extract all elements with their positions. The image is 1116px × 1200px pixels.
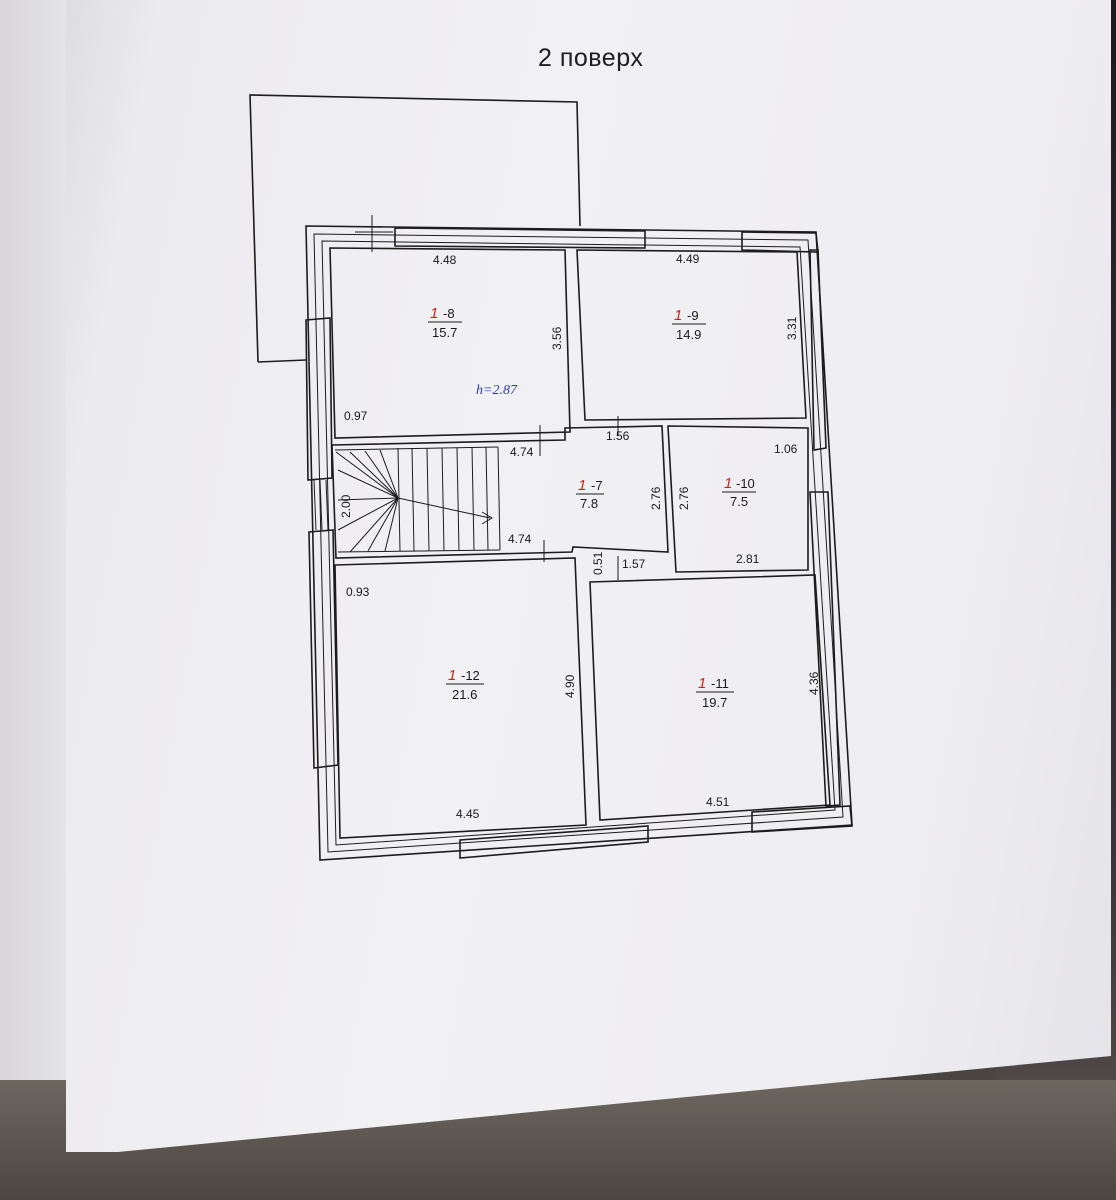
wall-right-segment	[809, 249, 827, 451]
dim-right-wall: 1.06	[774, 442, 798, 456]
room-1-12-area: 21.6	[452, 687, 477, 702]
room-1-8-prefix: 1	[430, 305, 438, 322]
wall-bottom-segment	[459, 825, 649, 859]
room-1-7	[331, 425, 669, 559]
dim-corridor-gap: 0.51	[591, 551, 605, 575]
outer-wall	[305, 225, 853, 861]
outer-wall-inner	[313, 233, 844, 853]
dim-room-1-12-depth: 4.90	[563, 674, 577, 698]
wall-right-segment	[809, 491, 841, 807]
room-1-11-area: 19.7	[702, 695, 727, 710]
dim-corridor-top: 4.74	[510, 445, 534, 459]
room-1-10-prefix: 1	[724, 475, 732, 492]
floor-title: 2 поверх	[538, 44, 644, 72]
room-1-9-number: -9	[687, 308, 699, 323]
terrace-outline	[249, 94, 581, 363]
dim-room-1-9-depth: 3.31	[785, 316, 799, 340]
document-page	[66, 0, 1111, 1152]
room-1-12-prefix: 1	[448, 667, 456, 684]
room-1-7-prefix: 1	[578, 477, 586, 494]
wall-bottom-segment-right	[751, 805, 853, 833]
room-1-7-area: 7.8	[580, 496, 598, 511]
room-1-8-number: -8	[443, 306, 455, 321]
room-1-7-number: -7	[591, 478, 603, 493]
dim-corridor-bottom: 4.74	[508, 532, 532, 546]
room-1-10-area: 7.5	[730, 494, 748, 509]
room-1-10-number: -10	[736, 476, 755, 491]
room-1-12	[334, 557, 587, 839]
wall-left-segment	[305, 317, 333, 481]
dim-room-1-7-depth: 2.76	[649, 486, 663, 510]
room-1-9-area: 14.9	[676, 327, 701, 342]
room-1-8-area: 15.7	[432, 325, 457, 340]
room-1-9	[576, 249, 807, 421]
dim-room-1-8-width: 4.48	[433, 253, 457, 267]
wall-top-segment-right	[741, 231, 819, 253]
terrace-edge	[257, 359, 307, 363]
dim-wall-left-top: 0.97	[344, 409, 368, 423]
ceiling-height-note: h=2.87	[476, 383, 518, 398]
dim-room-1-11-depth: 4.36	[807, 671, 821, 695]
wall-top-segment	[394, 227, 646, 249]
dim-stair-height: 2.00	[339, 494, 353, 518]
dim-room-1-10-depth: 2.76	[677, 486, 691, 510]
room-1-8	[329, 247, 571, 439]
room-1-10	[667, 425, 809, 573]
dim-room-1-11-width: 4.51	[706, 795, 730, 809]
room-1-12-number: -12	[461, 668, 480, 683]
outer-wall-inner-2	[321, 240, 836, 846]
window-left	[313, 479, 329, 531]
dim-wall-left-bottom: 0.93	[346, 585, 370, 599]
room-1-11-number: -11	[711, 676, 729, 691]
room-1-11-prefix: 1	[698, 675, 706, 692]
dim-room-1-8-depth: 3.56	[550, 326, 564, 350]
dim-corridor-step: 1.57	[622, 557, 646, 571]
dim-room-1-12-width: 4.45	[456, 807, 480, 821]
staircase	[334, 446, 501, 553]
dim-room-1-10-width: 2.81	[736, 552, 760, 566]
room-1-9-prefix: 1	[674, 307, 682, 324]
dim-room-1-9-width: 4.49	[676, 252, 700, 266]
